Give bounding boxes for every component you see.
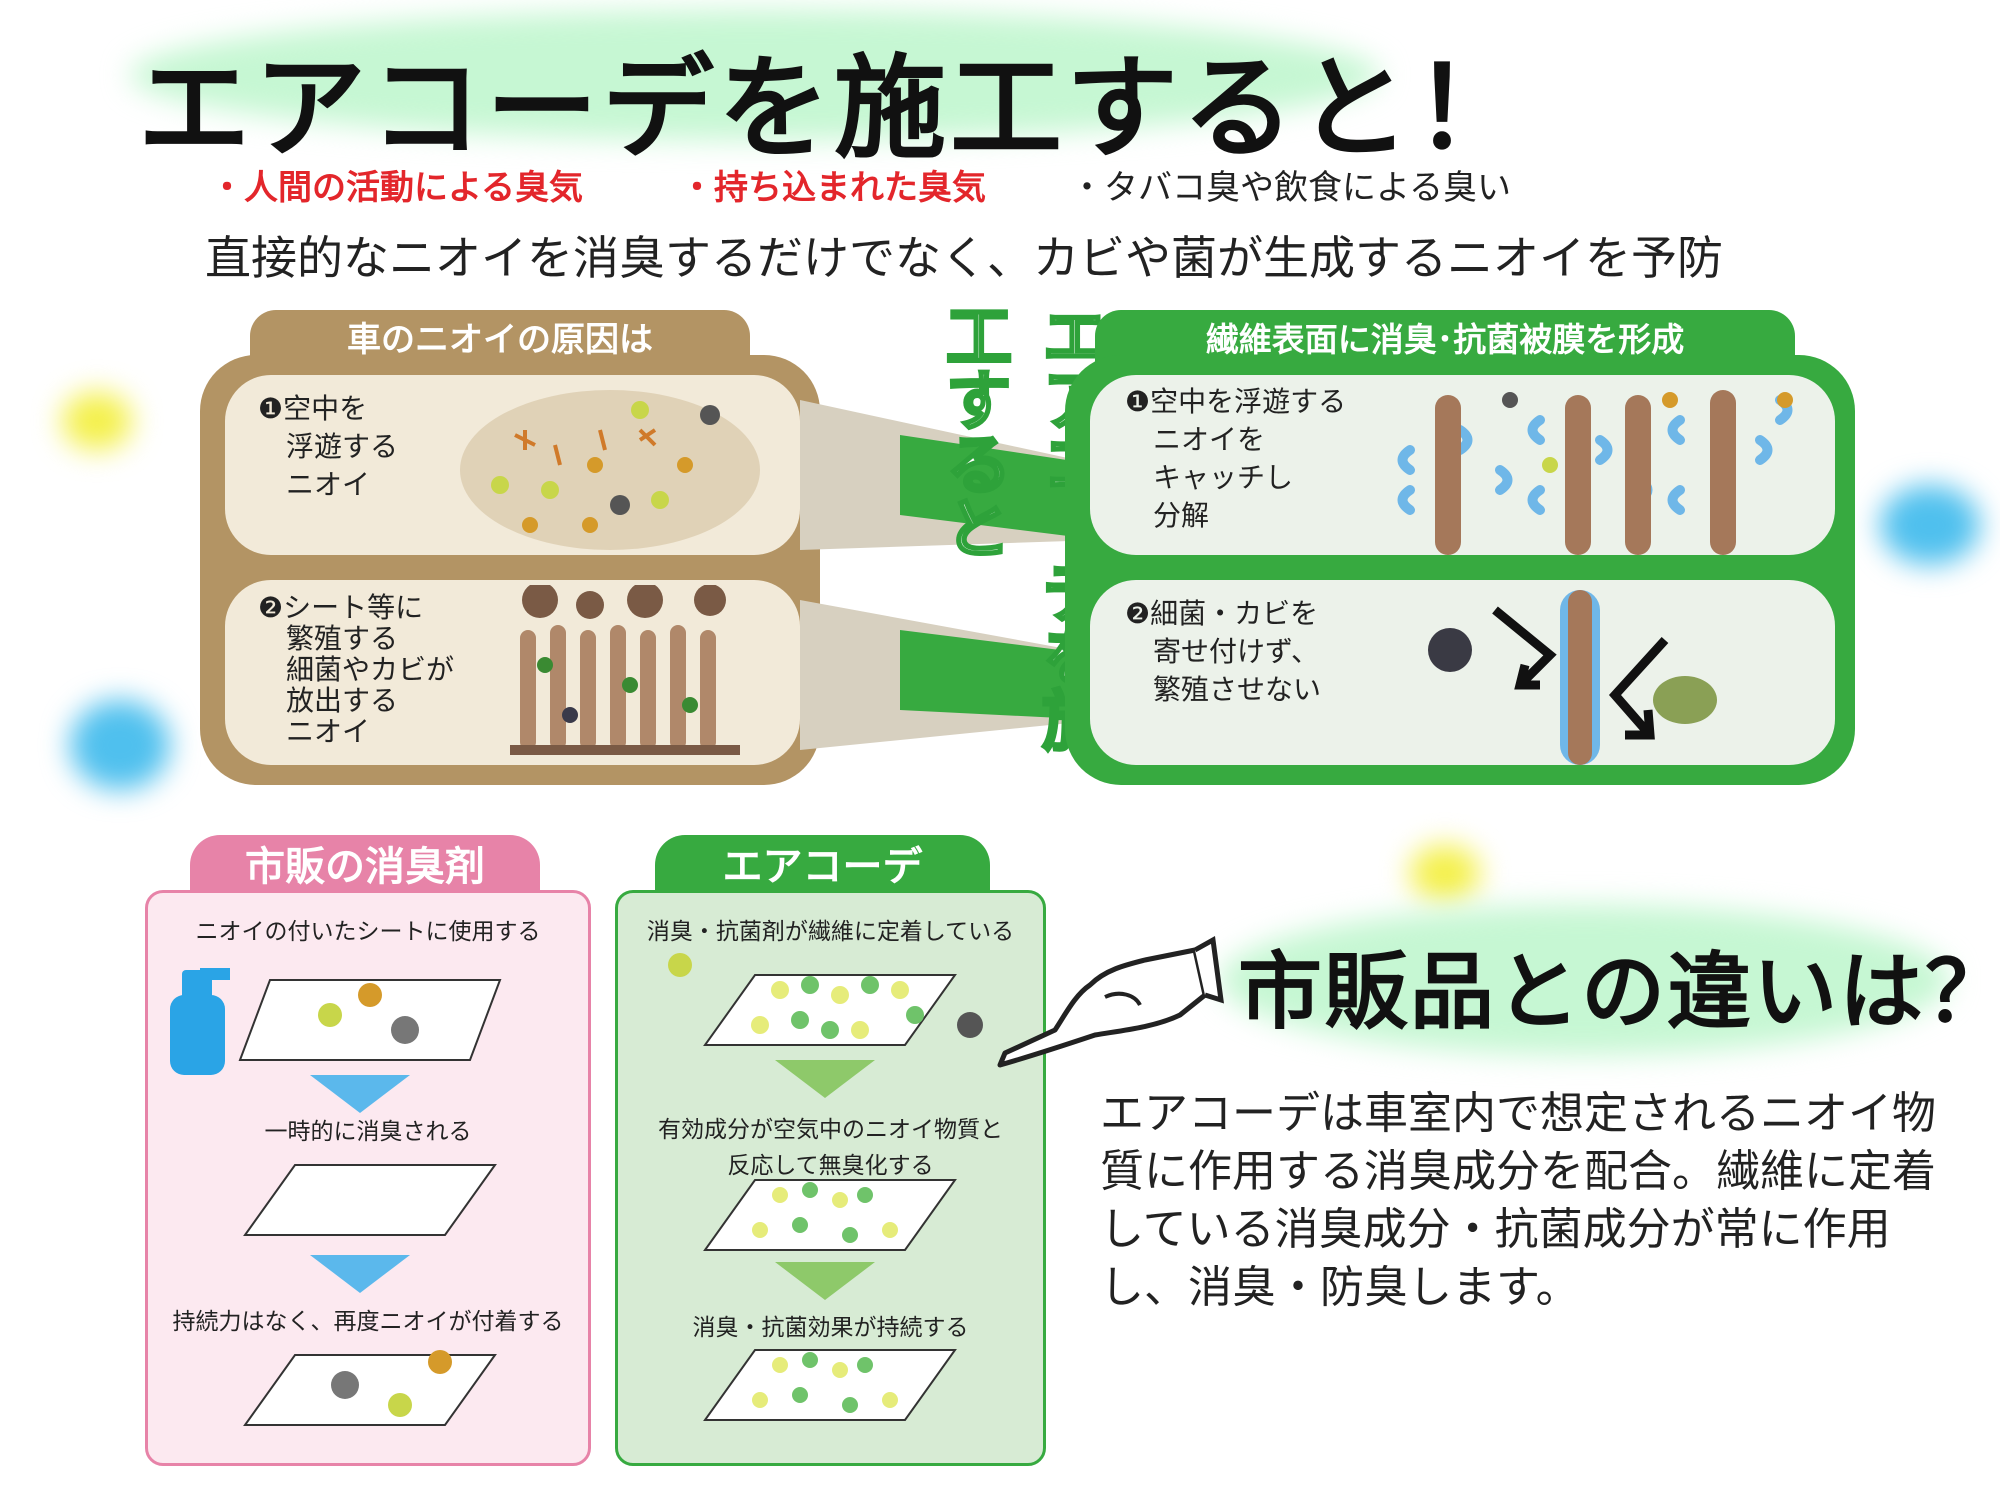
cause-item-1-text: ❶空中を 浮遊する ニオイ xyxy=(258,392,399,501)
commercial-step-3: 持続力はなく、再度ニオイが付着する xyxy=(172,1309,564,1335)
pointing-hand-icon xyxy=(997,936,1224,1068)
difference-body: エアコーデは車室内で想定されるニオイ物質に作用する消臭成分を配合。繊維に定着して… xyxy=(1100,1088,1936,1313)
commercial-card-tab: 市販の消臭剤 xyxy=(190,835,540,899)
commercial-step-1: ニオイの付いたシートに使用する xyxy=(195,919,541,945)
cause-item-2-text: ❷シート等に 繁殖する 細菌やカビが 放出する ニオイ xyxy=(258,591,455,748)
arrow-down-4 xyxy=(775,1262,875,1300)
floating-odor-illustration xyxy=(460,390,760,550)
glow-blue-right xyxy=(1880,485,1980,565)
bullet-tobacco: ・タバコ臭や飲食による臭い xyxy=(1070,168,1511,208)
effect-item-1-text: ❶空中を浮遊する ニオイを キャッチし 分解 xyxy=(1125,385,1347,532)
clean-sheet-illustration xyxy=(243,1164,497,1236)
aircorde-step-2b: 反応して無臭化する xyxy=(727,1153,934,1179)
fiber-bacteria-illustration xyxy=(510,585,740,755)
page-title: エアコーデを施工すると！ xyxy=(138,44,1530,174)
glow-heading xyxy=(1220,905,1950,1055)
repel-bacteria-illustration xyxy=(1428,590,1717,765)
effect-item-2-box xyxy=(1090,580,1835,765)
aircorde-step-2a: 有効成分が空気中のニオイ物質と xyxy=(658,1117,1003,1143)
coated-sheet-illustration-1 xyxy=(668,953,983,1046)
commercial-step-2: 一時的に消臭される xyxy=(264,1119,472,1145)
arrow-down-1 xyxy=(310,1075,410,1113)
glow-yellow-left xyxy=(62,392,132,450)
subtitle: 直接的なニオイを消臭するだけでなく、カビや菌が生成するニオイを予防 xyxy=(205,231,1723,285)
coated-sheet-illustration-2 xyxy=(703,1179,957,1251)
aircorde-step-3: 消臭・抗菌効果が持続する xyxy=(692,1315,969,1341)
effect-item-2-text: ❷細菌・カビを 寄せ付けず、 繁殖させない xyxy=(1125,597,1322,706)
glow-blue-left xyxy=(70,700,170,790)
aircorde-card-tab: エアコーデ xyxy=(655,835,990,899)
catching-fibers-illustration xyxy=(1397,390,1793,555)
arrow-down-3 xyxy=(775,1060,875,1098)
bullet-human-activity: ・人間の活動による臭気 xyxy=(210,168,583,208)
spray-bottle-illustration xyxy=(170,968,502,1075)
difference-heading: 市販品との違いは？ xyxy=(1238,943,2000,1041)
reodor-sheet-illustration xyxy=(243,1350,497,1426)
arrow-down-2 xyxy=(310,1255,410,1293)
bullet-brought-in: ・持ち込まれた臭気 xyxy=(680,168,986,208)
glow-title-1 xyxy=(130,10,1380,140)
glow-yellow-mid xyxy=(1410,845,1480,901)
connector-shapes xyxy=(800,400,1100,750)
aircorde-step-1: 消臭・抗菌剤が繊維に定着している xyxy=(646,919,1015,945)
coated-sheet-illustration-3 xyxy=(703,1349,957,1421)
